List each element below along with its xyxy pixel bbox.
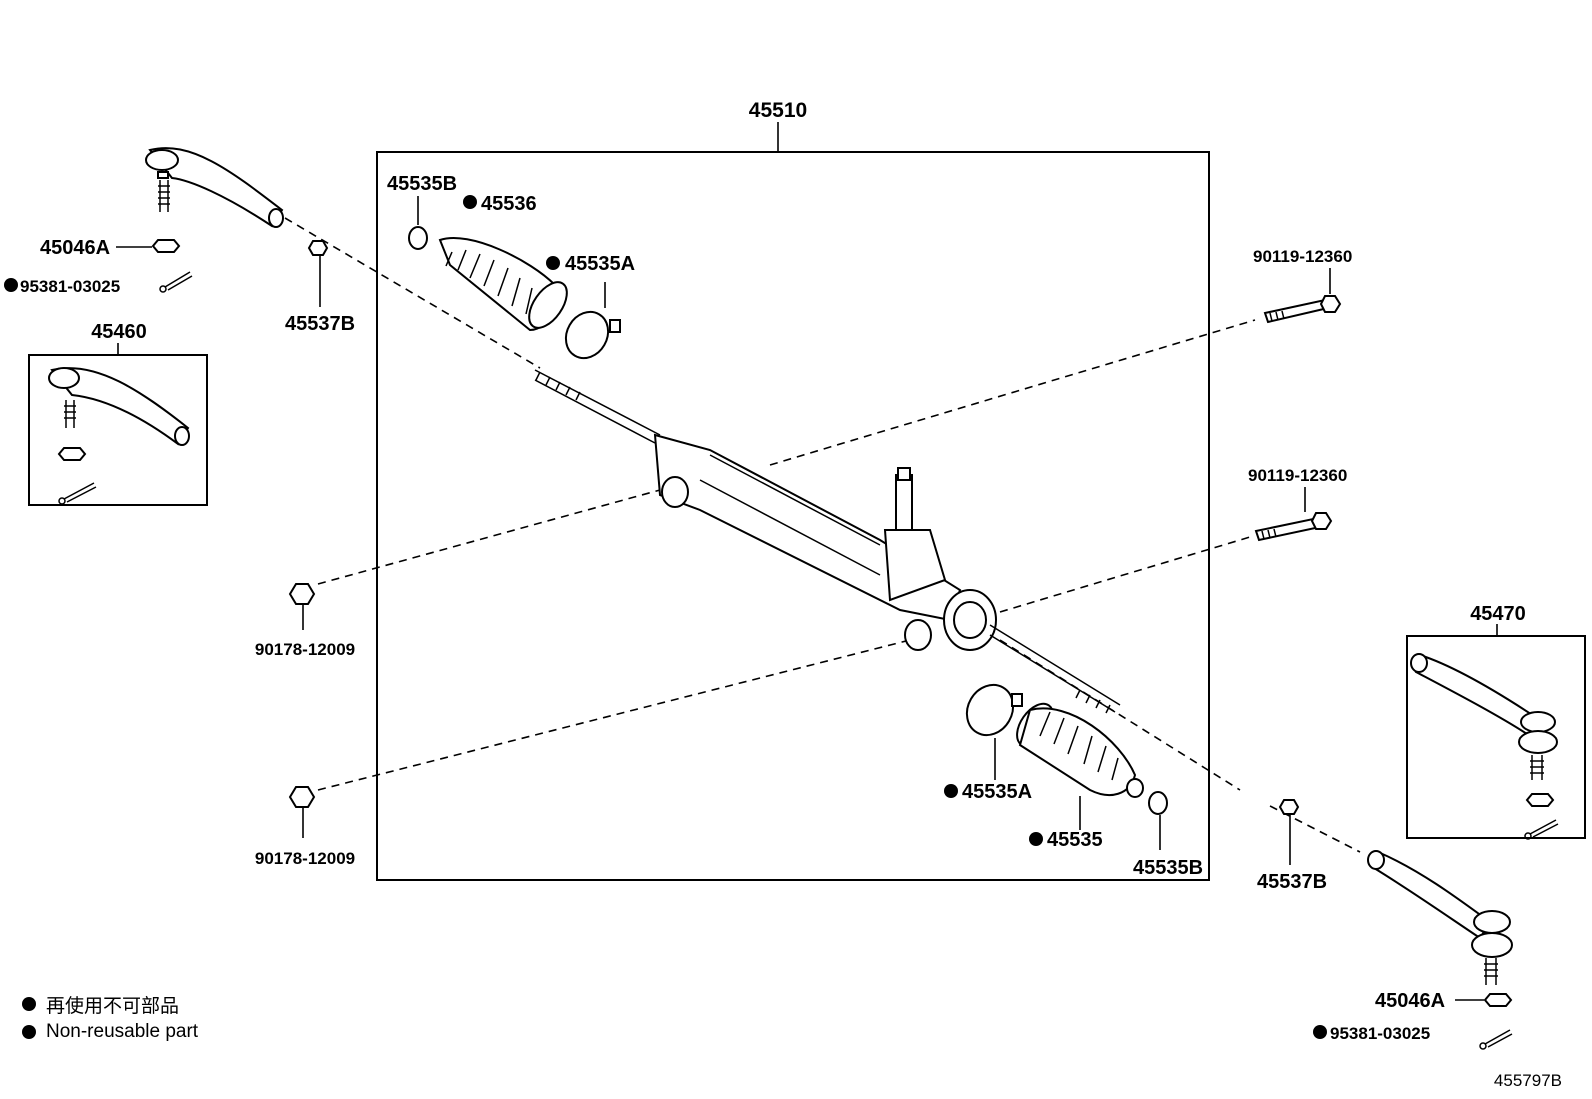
label-boot-right: 45535 [1047,829,1103,851]
legend-japanese: 再使用不可部品 [46,995,180,1017]
tie-rod-end-right-box [1406,635,1586,839]
tie-rod-end-right-inset [1410,653,1559,840]
nut-mount-upper [288,583,316,605]
legend-english: Non-reusable part [46,1021,199,1042]
label-boot-clamp-a-right: 45535A [962,781,1032,803]
cotter-pin-right [1479,1029,1513,1050]
tie-rod-end-left-inset [48,367,190,505]
tie-rod-end-right-outer [1367,850,1513,985]
label-nut-mount-lower: 90178-12009 [255,849,355,868]
nut-right [1483,993,1513,1007]
boot-right [1016,702,1144,798]
boot-clamp-a-left [564,310,621,360]
label-nut-mount-upper: 90178-12009 [255,640,355,659]
bolt-lower [1254,512,1333,542]
label-assembly: 45510 [749,99,807,122]
non-reusable-dot [4,278,18,292]
label-nut-right: 45046A [1375,990,1445,1012]
steering-rack-housing [534,369,1121,714]
boot-clamp-b-left [408,226,428,250]
label-tie-rod-end-right: 45470 [1470,603,1526,625]
label-bolt-upper: 90119-12360 [1253,247,1352,266]
label-cotter-left: 95381-03025 [20,277,120,296]
boot-clamp-b-right [1148,791,1168,815]
label-cotter-right: 95381-03025 [1330,1024,1430,1043]
nut-mount-lower [288,786,316,808]
label-boot-clamp-b-right: 45535B [1133,857,1203,879]
boot-clamp-a-right [965,683,1023,737]
legend-row-japanese: 再使用不可部品 [22,990,198,1018]
label-boot-clamp-b-left: 45535B [387,173,457,195]
label-bolt-lower: 90119-12360 [1248,466,1347,485]
diagram-code: 455797B [1493,1071,1562,1090]
label-tie-end-nut-left: 45537B [285,313,355,335]
legend-dot-icon [22,1025,36,1039]
legend: 再使用不可部品 Non-reusable part [22,990,198,1046]
boot-left [438,237,568,332]
label-tie-end-nut-right: 45537B [1257,871,1327,893]
legend-row-english: Non-reusable part [22,1018,198,1046]
nut-left [151,239,181,253]
label-nut-left: 45046A [40,237,110,259]
tie-end-nut-left [307,240,329,256]
assembly-box [376,151,1210,881]
bolt-upper [1263,295,1342,324]
label-tie-rod-end-left: 45460 [91,321,147,343]
legend-dot-icon [22,997,36,1011]
label-boot-clamp-a-left: 45535A [565,253,635,275]
label-boot-left: 45536 [481,193,537,215]
tie-rod-end-left [145,147,284,228]
tie-end-nut-right [1278,799,1300,815]
cotter-pin-left [159,271,193,293]
